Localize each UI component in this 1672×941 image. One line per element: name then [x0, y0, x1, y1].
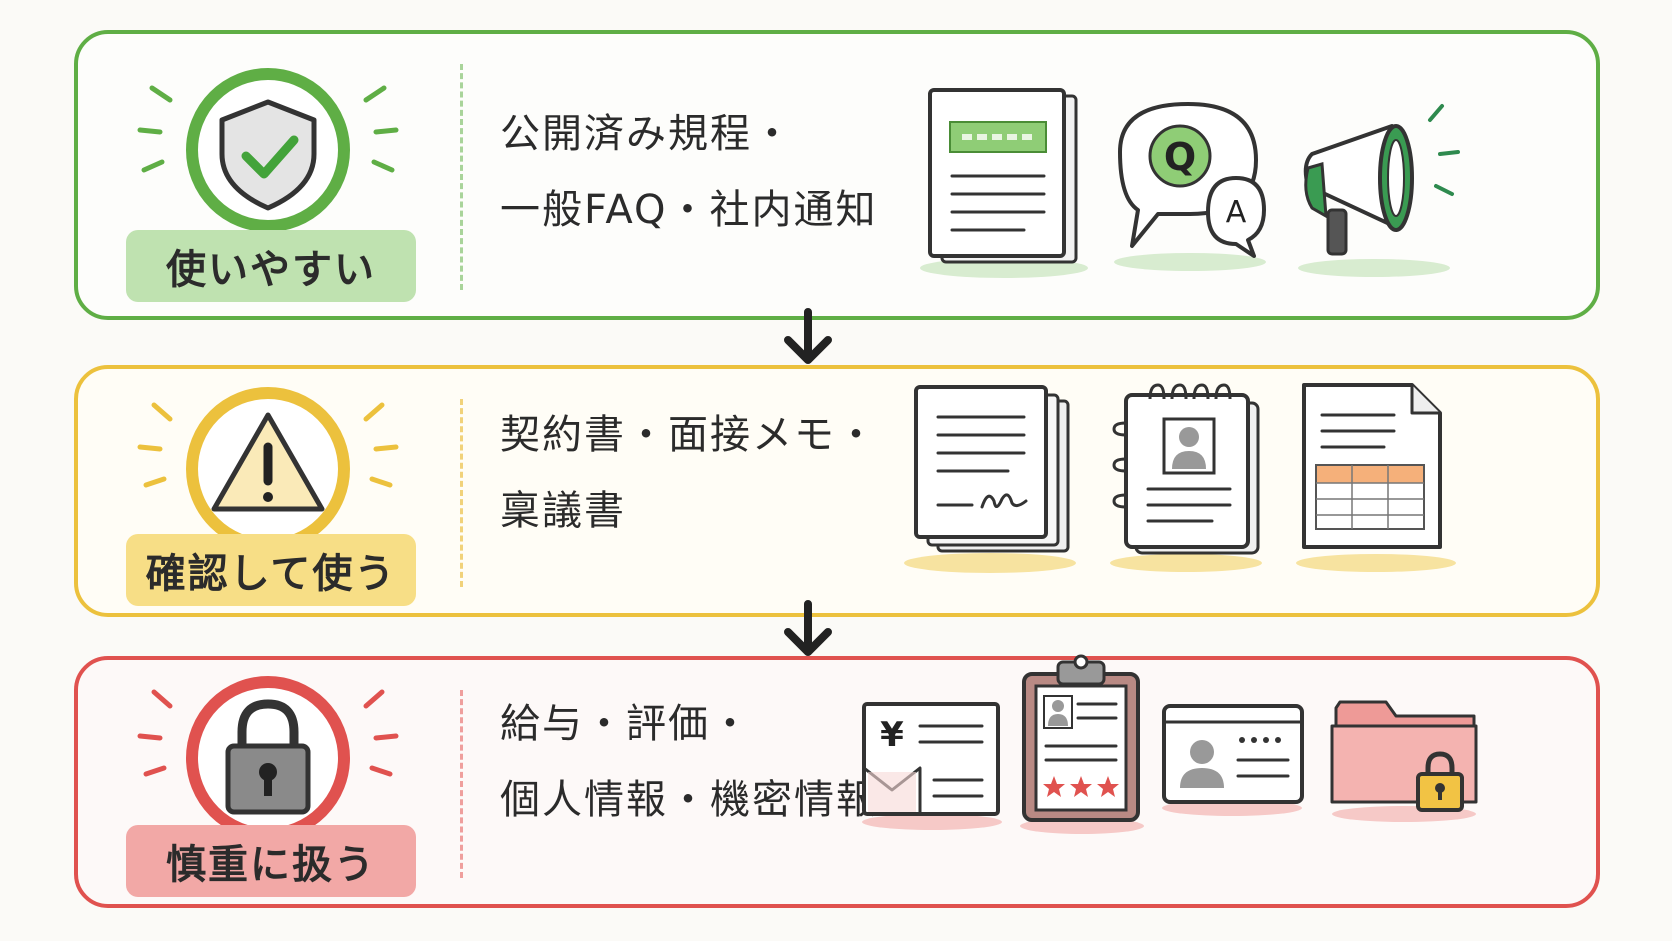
signed-contract-icon [904, 385, 1076, 573]
qa-bubbles-icon: Q A [1114, 102, 1266, 271]
shield-check-badge [137, 68, 399, 232]
divider [460, 690, 463, 878]
tier-description: 契約書・面接メモ・ 稟議書 [500, 397, 878, 549]
payslip-icon: ¥ [862, 702, 1002, 830]
divider [460, 399, 463, 587]
tier-label: 慎重に扱う [126, 825, 416, 897]
shield-check-icon [219, 99, 317, 211]
yen-symbol: ¥ [880, 715, 904, 755]
spreadsheet-file-icon [1296, 383, 1456, 572]
down-arrow-icon [784, 308, 832, 364]
warning-icon [211, 412, 325, 512]
q-letter: Q [1164, 135, 1196, 179]
tier-check-before-use: 確認して使う 契約書・面接メモ・ 稟議書 [74, 365, 1600, 617]
tier-handle-carefully: 慎重に扱う 給与・評価・ 個人情報・機密情報 ¥ [74, 654, 1600, 908]
document-icon [920, 88, 1088, 278]
description-line-1: 契約書・面接メモ・ [500, 412, 878, 458]
locked-folder-icon [1330, 700, 1478, 822]
description-line-1: 給与・評価・ [500, 701, 752, 747]
tier-easy-to-use: 使いやすい 公開済み規程・ 一般FAQ・社内通知 Q A [74, 30, 1600, 320]
warning-badge [137, 387, 399, 545]
id-card-icon [1162, 704, 1304, 816]
a-letter: A [1226, 195, 1247, 230]
tier-label: 確認して使う [126, 534, 416, 606]
divider [460, 64, 463, 290]
notebook-profile-icon [1110, 383, 1262, 572]
description-line-2: 個人情報・機密情報 [500, 777, 878, 823]
padlock-icon [225, 699, 311, 815]
down-arrow-icon [784, 600, 832, 656]
tier-description: 公開済み規程・ 一般FAQ・社内通知 [500, 96, 877, 248]
description-line-2: 稟議書 [500, 488, 626, 534]
tier-description: 給与・評価・ 個人情報・機密情報 [500, 686, 878, 838]
padlock-badge [137, 676, 399, 836]
megaphone-icon [1298, 104, 1460, 277]
description-line-1: 公開済み規程・ [500, 111, 794, 157]
tier-label: 使いやすい [126, 230, 416, 302]
evaluation-clipboard-icon [1020, 654, 1144, 834]
description-line-2: 一般FAQ・社内通知 [500, 187, 878, 233]
